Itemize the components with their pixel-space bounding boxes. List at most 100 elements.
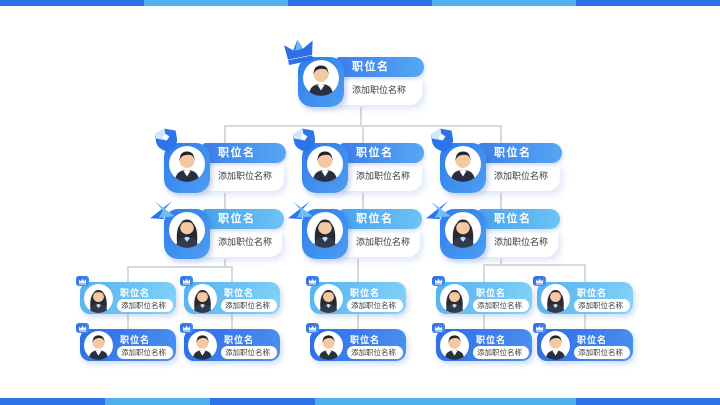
avatar-male (307, 146, 343, 182)
org-node-l2-3[interactable]: 职位名 添加职位名称 (440, 143, 562, 193)
position-subtitle: 添加职位名称 (202, 229, 282, 257)
position-subtitle: 添加职位名称 (336, 77, 422, 105)
org-node-l3-3[interactable]: 职位名 添加职位名称 (440, 209, 560, 259)
position-subtitle: 添加职位名称 (574, 346, 630, 359)
position-subtitle: 添加职位名称 (221, 346, 277, 359)
position-subtitle: 添加职位名称 (473, 299, 529, 312)
org-node-l4-r2-3[interactable]: 职位名 添加职位名称 (306, 323, 406, 361)
position-subtitle: 添加职位名称 (478, 229, 558, 257)
org-node-l4-r1-2[interactable]: 职位名 添加职位名称 (180, 276, 280, 314)
crown-badge-icon (76, 276, 89, 286)
connector-line (483, 264, 485, 282)
avatar-male (84, 331, 113, 360)
position-title: 职位名 (340, 143, 424, 163)
org-node-l2-2[interactable]: 职位名 添加职位名称 (302, 143, 424, 193)
position-title: 职位名 (577, 288, 608, 298)
crossed-darts-icon (287, 200, 314, 223)
avatar-male (188, 331, 217, 360)
org-node-l4-r1-5[interactable]: 职位名 添加职位名称 (533, 276, 633, 314)
org-node-l4-r1-1[interactable]: 职位名 添加职位名称 (76, 276, 176, 314)
top-decor-bar (0, 0, 720, 6)
crossed-darts-icon (149, 200, 176, 223)
avatar-frame (302, 143, 348, 193)
position-subtitle: 添加职位名称 (117, 299, 173, 312)
position-title: 职位名 (340, 209, 422, 229)
org-node-l3-1[interactable]: 职位名 添加职位名称 (164, 209, 284, 259)
position-title: 职位名 (224, 288, 255, 298)
crown-badge-icon (180, 276, 193, 286)
connector-line (224, 259, 226, 268)
connector-line (483, 264, 585, 266)
org-node-l2-1[interactable]: 职位名 添加职位名称 (164, 143, 286, 193)
crown-badge-icon (306, 323, 319, 333)
position-title: 职位名 (336, 57, 424, 77)
connector-line (483, 314, 485, 329)
bottom-decor-bar (0, 398, 720, 405)
position-subtitle: 添加职位名称 (221, 299, 277, 312)
avatar-female (84, 284, 113, 313)
connector-line (584, 314, 586, 329)
avatar-male (303, 60, 339, 96)
avatar-male (314, 331, 343, 360)
avatar-frame (440, 209, 486, 259)
avatar-female (169, 212, 205, 248)
connector-line (500, 193, 502, 209)
crown-badge-icon (76, 323, 89, 333)
crown-icon (280, 36, 319, 68)
connector-line (362, 193, 364, 209)
connector-line (224, 193, 226, 209)
position-title: 职位名 (202, 209, 284, 229)
org-node-l4-r2-1[interactable]: 职位名 添加职位名称 (76, 323, 176, 361)
org-node-root[interactable]: 职位名 添加职位名称 (298, 57, 424, 107)
connector-line (362, 125, 364, 143)
avatar-female (440, 284, 469, 313)
connector-line (127, 314, 129, 329)
position-title: 职位名 (478, 143, 562, 163)
org-node-l4-r1-4[interactable]: 职位名 添加职位名称 (432, 276, 532, 314)
connector-line (127, 266, 129, 282)
avatar-female (445, 212, 481, 248)
avatar-frame (302, 209, 348, 259)
crown-badge-icon (432, 276, 445, 286)
crown-badge-icon (180, 323, 193, 333)
position-subtitle: 添加职位名称 (347, 299, 403, 312)
position-title: 职位名 (577, 335, 608, 345)
position-title: 职位名 (476, 335, 507, 345)
position-subtitle: 添加职位名称 (574, 299, 630, 312)
shield-icon (153, 125, 180, 155)
position-subtitle: 添加职位名称 (347, 346, 403, 359)
position-title: 职位名 (120, 288, 151, 298)
org-node-l4-r2-5[interactable]: 职位名 添加职位名称 (533, 323, 633, 361)
org-node-l4-r2-2[interactable]: 职位名 添加职位名称 (180, 323, 280, 361)
avatar-female (541, 284, 570, 313)
position-title: 职位名 (476, 288, 507, 298)
position-subtitle: 添加职位名称 (478, 163, 560, 191)
avatar-frame (164, 143, 210, 193)
connector-line (500, 259, 502, 266)
connector-line (500, 125, 502, 143)
shield-icon (291, 125, 318, 155)
crossed-darts-icon (425, 200, 452, 223)
org-node-l4-r2-4[interactable]: 职位名 添加职位名称 (432, 323, 532, 361)
avatar-female (314, 284, 343, 313)
crown-badge-icon (432, 323, 445, 333)
position-title: 职位名 (478, 209, 560, 229)
avatar-male (169, 146, 205, 182)
connector-line (584, 264, 586, 282)
position-title: 职位名 (224, 335, 255, 345)
connector-line (231, 266, 233, 282)
position-subtitle: 添加职位名称 (473, 346, 529, 359)
avatar-female (188, 284, 217, 313)
avatar-male (541, 331, 570, 360)
org-node-l4-r1-3[interactable]: 职位名 添加职位名称 (306, 276, 406, 314)
connector-line (360, 107, 362, 126)
avatar-frame (440, 143, 486, 193)
avatar-male (440, 331, 469, 360)
position-title: 职位名 (350, 288, 381, 298)
avatar-frame (164, 209, 210, 259)
org-node-l3-2[interactable]: 职位名 添加职位名称 (302, 209, 422, 259)
connector-line (357, 259, 359, 282)
position-subtitle: 添加职位名称 (340, 163, 422, 191)
crown-badge-icon (533, 323, 546, 333)
